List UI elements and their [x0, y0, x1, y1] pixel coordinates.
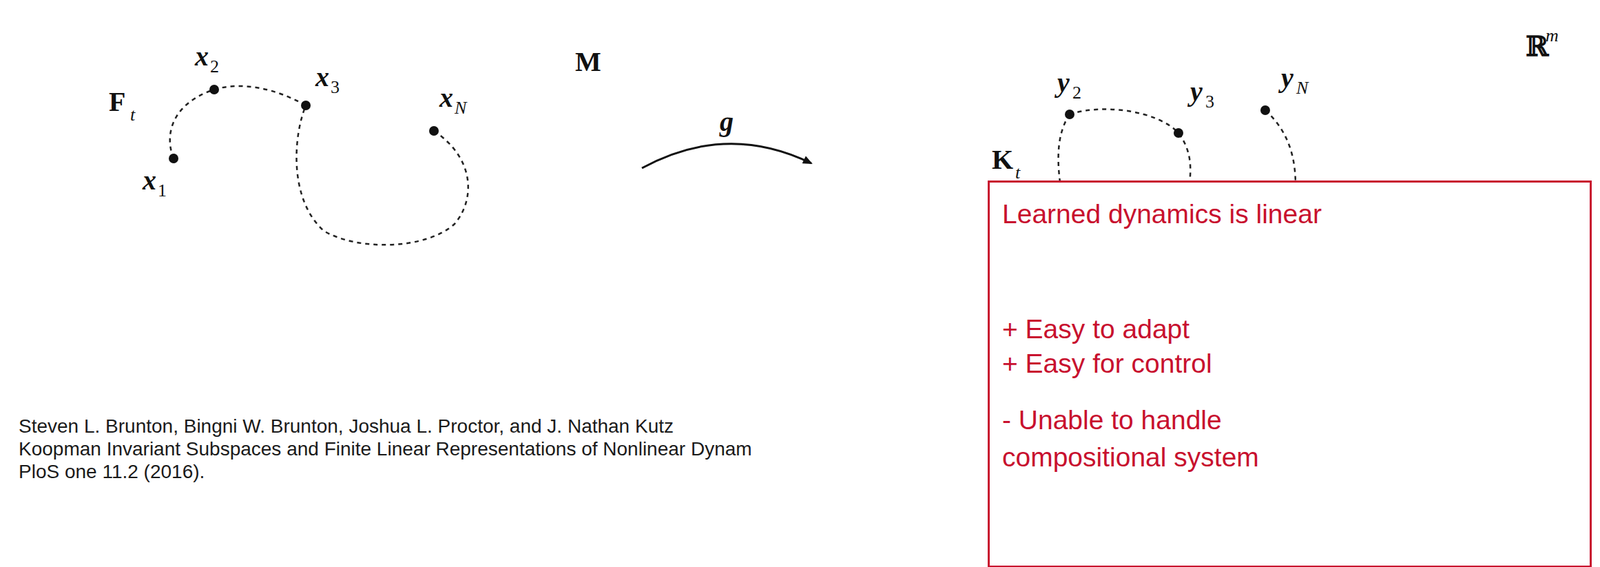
subscript: t	[1015, 163, 1021, 182]
manifold-surface	[28, 25, 669, 290]
flow-symbol: F	[108, 88, 126, 116]
state-point	[1260, 105, 1271, 116]
pro-item: + Easy for control	[1002, 345, 1581, 383]
subscript: N	[454, 99, 467, 118]
subscript: 2	[1072, 84, 1082, 102]
state-symbol: x	[439, 84, 454, 112]
pro-item: + Easy to adapt	[1002, 310, 1581, 348]
state-symbol: y	[1190, 77, 1203, 106]
subscript: N	[1296, 79, 1308, 98]
subscript: 3	[330, 78, 340, 97]
callout-box: Learned dynamics is linear + Easy to adap…	[987, 180, 1592, 567]
citation-text: PloS one 11.2 (2016).	[18, 460, 205, 483]
callout-heading: Learned dynamics is linear	[1002, 195, 1581, 233]
citation-text: Steven L. Brunton, Bingni W. Brunton, Jo…	[18, 415, 674, 438]
state-symbol: x	[315, 63, 330, 91]
space-label: ℝ	[1525, 32, 1549, 60]
state-point	[168, 153, 179, 164]
manifold-label: M	[575, 48, 602, 76]
subscript: 3	[1205, 92, 1215, 111]
mapping-arrow	[641, 143, 812, 169]
state-symbol: y	[1057, 68, 1070, 97]
state-point	[209, 84, 220, 95]
state-point	[1064, 109, 1075, 120]
trajectory	[170, 86, 469, 245]
state-symbol: y	[1281, 64, 1294, 92]
state-point	[300, 100, 311, 111]
state-point	[429, 126, 439, 136]
subscript: 1	[157, 181, 167, 200]
state-symbol: x	[194, 42, 209, 71]
state-symbol: x	[142, 166, 157, 195]
citation-text: Koopman Invariant Subspaces and Finite L…	[18, 438, 753, 461]
state-point	[1173, 128, 1184, 138]
space-superscript: m	[1545, 26, 1559, 45]
operator-symbol: K	[991, 146, 1014, 174]
subscript: t	[130, 106, 135, 124]
subscript: 2	[210, 57, 220, 76]
manifold-shape: M	[25, 20, 677, 297]
con-item: - Unable to handle compositional system	[1002, 401, 1375, 476]
map-label: g	[717, 108, 737, 136]
